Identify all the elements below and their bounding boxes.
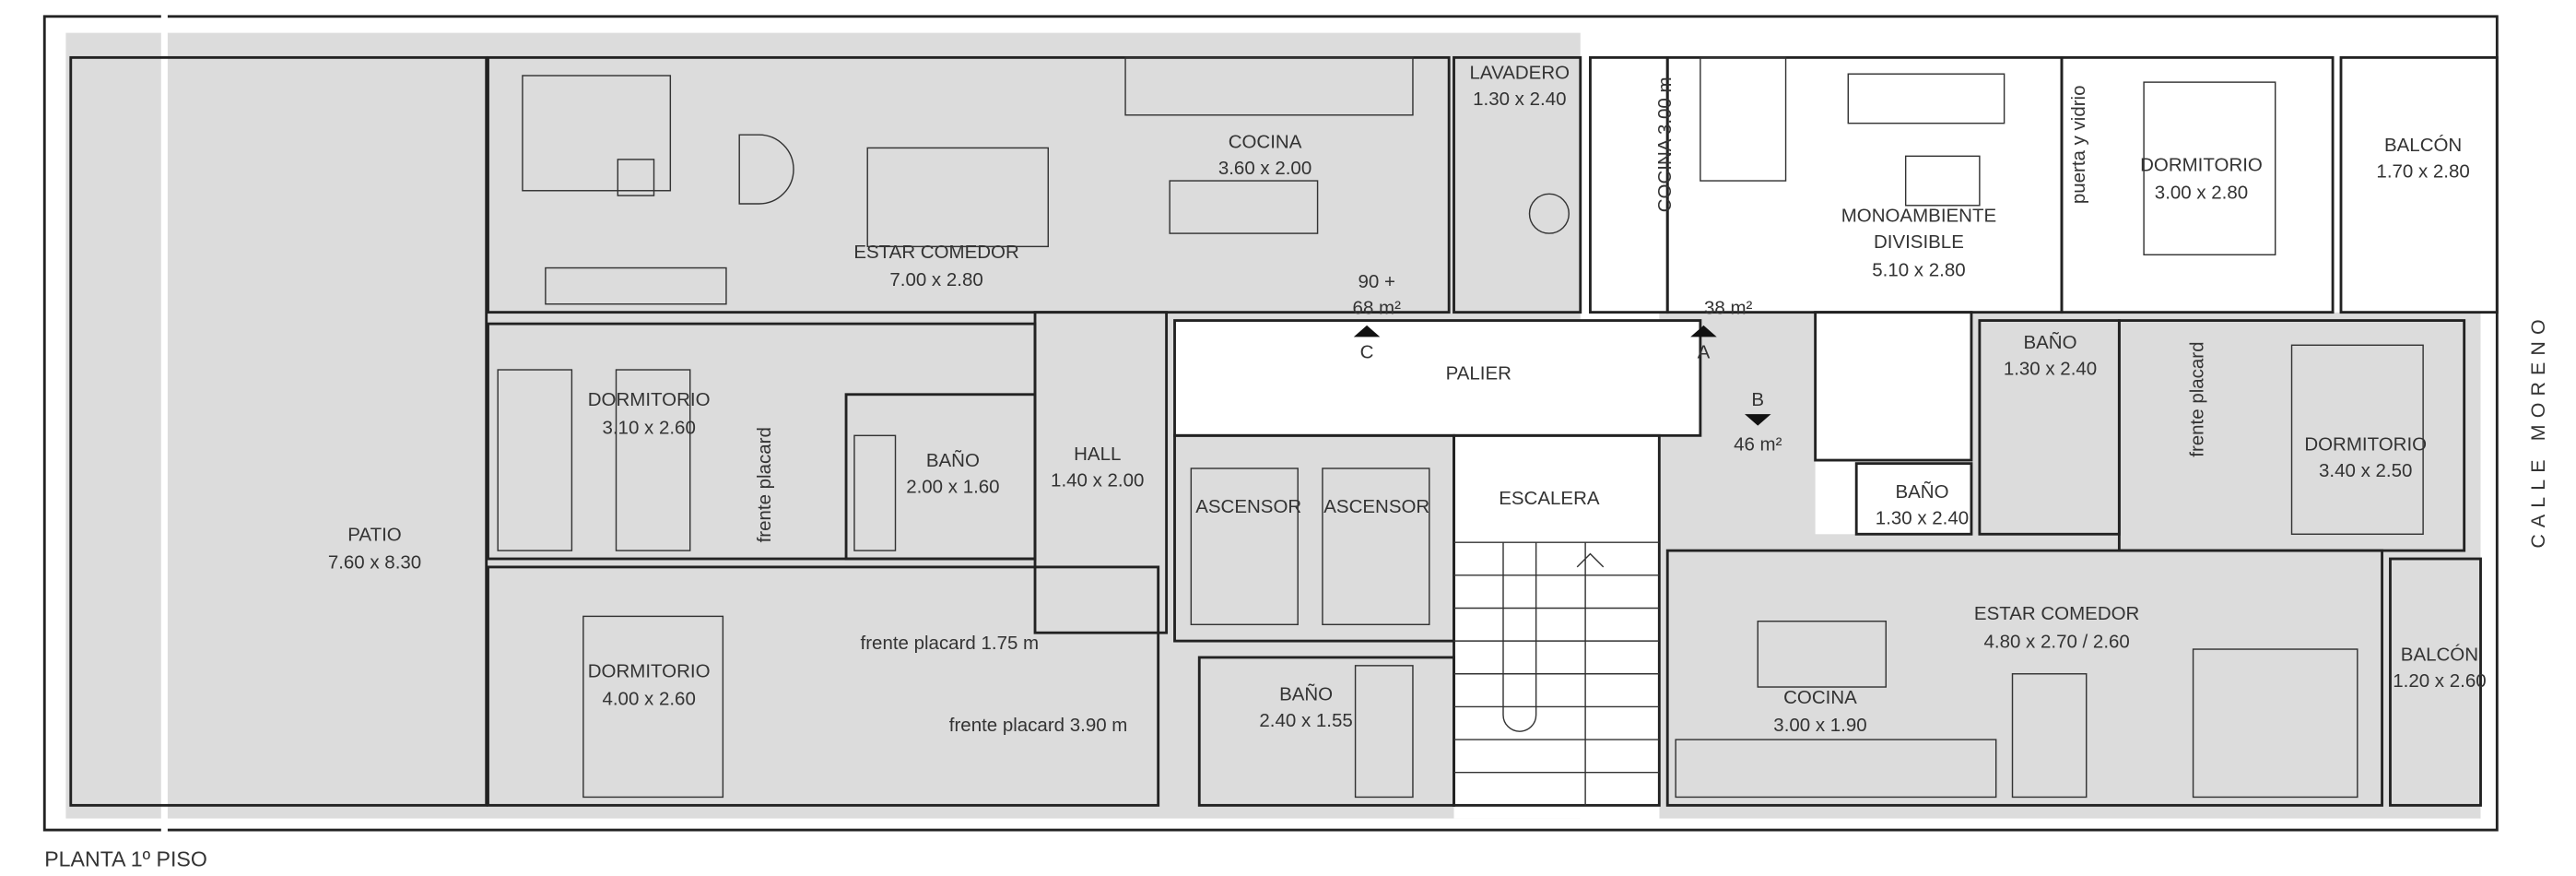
unit-c-area1: 90 + <box>1359 271 1395 292</box>
room-size: 2.40 x 1.55 <box>1259 710 1352 731</box>
room-size: 1.30 x 2.40 <box>1876 508 1969 529</box>
boundary <box>42 13 2499 834</box>
unit-b-letter: B <box>1751 389 1764 410</box>
notes: frente placard frente placard 1.75 m fre… <box>754 77 2207 736</box>
unit-c-arrow-icon <box>1353 325 1381 337</box>
room-name: COCINA <box>1229 131 1302 152</box>
room-name: BAÑO <box>1895 480 1948 503</box>
room-size: 3.00 x 1.90 <box>1773 715 1866 736</box>
unit-markers: C 90 + 68 m² A 38 m² B 46 m² <box>1353 271 1782 455</box>
room-size: 1.70 x 2.80 <box>2376 160 2469 182</box>
furniture <box>497 56 2424 806</box>
walls <box>69 55 2499 807</box>
room-name: BALCÓN <box>2401 645 2478 666</box>
cocina-note: COCINA 3.00 m <box>1654 77 1676 212</box>
room-size: 1.30 x 2.40 <box>1473 89 1566 110</box>
room-size: 3.60 x 2.00 <box>1218 158 1312 179</box>
room-name: ESTAR COMEDOR <box>1974 603 2139 624</box>
room-name: BAÑO <box>2023 331 2076 353</box>
shaded-areas <box>65 32 2481 819</box>
room-size: 7.60 x 8.30 <box>328 552 421 574</box>
room-size: 2.00 x 1.60 <box>906 477 999 498</box>
unit-c-letter: C <box>1360 342 1374 363</box>
room-name: HALL <box>1074 444 1121 465</box>
room-size: 1.30 x 2.40 <box>2004 358 2097 379</box>
room-size: 4.80 x 2.70 / 2.60 <box>1983 631 2129 652</box>
unit-a-area: 38 m² <box>1704 297 1753 318</box>
room-name: DORMITORIO <box>2140 154 2263 175</box>
unit-c-area2: 68 m² <box>1353 297 1402 318</box>
room-name: DORMITORIO <box>2304 433 2427 455</box>
unit-b-area: 46 m² <box>1734 433 1782 455</box>
room-size: 1.40 x 2.00 <box>1051 470 1144 491</box>
unit-a-arrow-icon <box>1690 325 1717 337</box>
ascensor-label: ASCENSOR <box>1323 496 1429 517</box>
room-name: BAÑO <box>1279 682 1333 704</box>
room-name: MONOAMBIENTE <box>1841 206 1996 227</box>
room-name: PATIO <box>347 524 401 545</box>
room-name: DORMITORIO <box>588 389 711 410</box>
room-size: 1.20 x 2.60 <box>2393 670 2486 692</box>
room-name: LAVADERO <box>1470 63 1570 84</box>
room-size: 4.00 x 2.60 <box>602 689 695 710</box>
room-name: DORMITORIO <box>588 660 711 681</box>
street-label: CALLE MORENO <box>2527 313 2549 548</box>
ascensor-label: ASCENSOR <box>1195 496 1301 517</box>
room-size: 3.40 x 2.50 <box>2319 460 2412 481</box>
unit-a-letter: A <box>1698 342 1711 363</box>
frente-placard-note: frente placard 1.75 m <box>861 633 1040 654</box>
room-size: 7.00 x 2.80 <box>889 269 982 290</box>
puerta-vidrio-note: puerta y vidrio <box>2068 86 2089 205</box>
palier-label: PALIER <box>1446 363 1511 385</box>
room-name: COCINA <box>1783 687 1857 708</box>
plan-title: PLANTA 1º PISO <box>44 846 207 870</box>
room-name: ESTAR COMEDOR <box>853 242 1018 263</box>
room-name-2: DIVISIBLE <box>1874 231 1964 253</box>
frente-placard-note: frente placard 3.90 m <box>949 715 1128 736</box>
room-size: 3.10 x 2.60 <box>602 418 695 439</box>
unit-b-arrow-icon <box>1744 414 1771 426</box>
room-size: 3.00 x 2.80 <box>2155 183 2248 204</box>
escalera-label: ESCALERA <box>1499 488 1600 509</box>
stairs <box>1453 541 1660 806</box>
room-labels: PATIO 7.60 x 8.30 ESTAR COMEDOR 7.00 x 2… <box>328 63 2487 737</box>
frente-placard-note: frente placard <box>754 427 775 542</box>
room-size: 5.10 x 2.80 <box>1872 259 1965 280</box>
room-name: BAÑO <box>926 449 980 471</box>
room-name: BALCÓN <box>2384 135 2462 156</box>
common-labels: PALIER ESCALERA ASCENSOR ASCENSOR <box>1195 363 1600 517</box>
frente-placard-note: frente placard <box>2186 341 2207 456</box>
